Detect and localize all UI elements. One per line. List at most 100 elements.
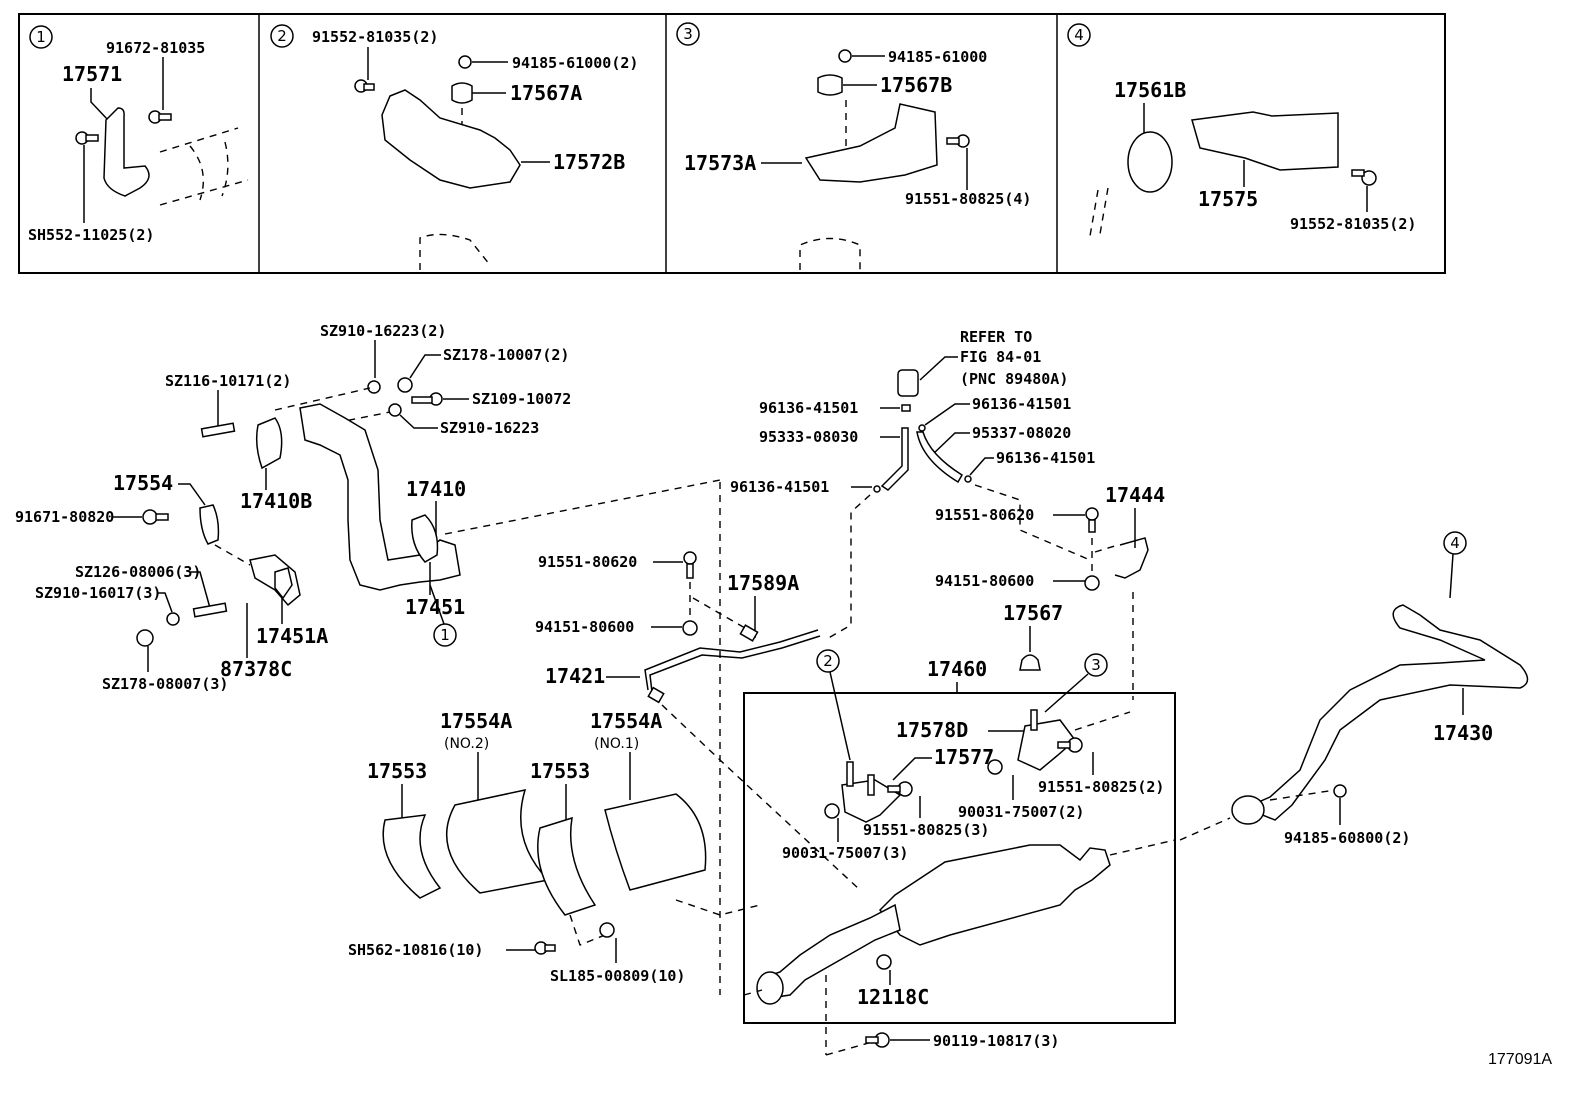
ref-circle[interactable] [433,623,457,647]
pressure-pipe-group: 91551-80620 94151-80600 17589A 17421 915… [535,482,1165,995]
inset-number-circle [270,24,294,48]
nut-icon [1333,784,1347,798]
part-label[interactable]: 96136-41501 [759,399,858,417]
part-label[interactable]: SZ109-10072 [472,390,571,408]
part-label[interactable]: 91551-80620 [935,506,1034,524]
part-label[interactable]: 94185-61000(2) [512,54,638,72]
insulator-17553 [382,814,442,899]
part-label[interactable]: 12118C [857,985,929,1009]
ref-circle[interactable] [1084,653,1108,677]
pipe-outline [1089,187,1109,237]
inset-frame [18,13,1446,274]
part-sublabel: (NO.2) [444,736,489,752]
part-label[interactable]: 91671-80820 [15,508,114,526]
part-label[interactable]: 17571 [62,62,122,86]
part-label[interactable]: 94185-61000 [888,48,987,66]
ref-circle[interactable] [1443,531,1467,555]
part-label[interactable]: 17554A [590,709,662,733]
part-label[interactable]: 91552-81035(2) [312,28,438,46]
part-label[interactable]: 17578D [896,718,968,742]
inset-number-circle [676,22,700,46]
assembly-frame-17460 [743,692,1176,1024]
part-label[interactable]: 90119-10817(3) [933,1032,1059,1050]
part-label[interactable]: SZ126-08006(3) [75,563,201,581]
part-label[interactable]: 17567A [510,81,582,105]
part-label[interactable]: 87378C [220,657,292,681]
part-label[interactable]: SZ178-08007(3) [102,675,228,693]
inset-number: 2 [277,27,287,45]
gasket-17451 [411,514,439,563]
mount-outline [799,237,861,270]
pipe-17421 [644,629,821,693]
part-label[interactable]: 91551-80825(2) [1038,778,1164,796]
part-label[interactable]: 91551-80825(4) [905,190,1031,208]
stud-icon [1030,709,1038,731]
guide-line [675,899,761,916]
part-label[interactable]: 17572B [553,150,625,174]
bracket-17577 [841,779,902,823]
clip-icon [964,475,972,483]
leader-line [892,757,932,781]
part-label[interactable]: 96136-41501 [996,449,1095,467]
part-label[interactable]: 17451 [405,595,465,619]
pressure-sensor-icon [897,369,919,397]
refer-text[interactable]: FIG 84-01 [960,348,1041,366]
part-label[interactable]: 17561B [1114,78,1186,102]
sensor-hose-group: REFER TO FIG 84-01 (PNC 89480A) 96136-41… [730,328,1095,641]
part-label[interactable]: 95337-08020 [972,424,1071,442]
part-label[interactable]: SZ910-16223 [440,419,539,437]
part-label[interactable]: 95333-08030 [759,428,858,446]
part-label[interactable]: SH552-11025(2) [28,226,154,244]
part-label[interactable]: SL185-00809(10) [550,967,685,985]
part-label[interactable]: 91551-80825(3) [863,821,989,839]
part-label[interactable]: 17430 [1433,721,1493,745]
part-label[interactable]: 96136-41501 [730,478,829,496]
part-label[interactable]: 17460 [927,657,987,681]
leader-line [1044,673,1089,713]
part-label[interactable]: 17444 [1105,483,1165,507]
part-label[interactable]: 94151-80600 [935,572,1034,590]
tailpipe-17430 [1243,604,1529,821]
part-label[interactable]: SZ178-10007(2) [443,346,569,364]
part-label[interactable]: 17575 [1198,187,1258,211]
part-label[interactable]: 96136-41501 [972,395,1071,413]
nut-icon [682,620,698,636]
bracket-17578d [1017,719,1077,771]
part-label[interactable]: 17589A [727,571,799,595]
part-label[interactable]: SZ910-16223(2) [320,322,446,340]
part-label[interactable]: 17410 [406,477,466,501]
part-label[interactable]: 17577 [934,745,994,769]
guide-line [1094,544,1119,553]
part-label[interactable]: SH562-10816(10) [348,941,483,959]
part-label[interactable]: 17567B [880,73,952,97]
part-label[interactable]: 91672-81035 [106,39,205,57]
part-label[interactable]: 17573A [684,151,756,175]
part-label[interactable]: 17567 [1003,601,1063,625]
part-label[interactable]: SZ116-10171(2) [165,372,291,390]
part-label[interactable]: 17554 [113,471,173,495]
part-label[interactable]: 17451A [256,624,328,648]
bolt-icon [683,551,697,579]
part-label[interactable]: 90031-75007(3) [782,844,908,862]
leader-line [190,571,211,609]
part-label[interactable]: 17554A [440,709,512,733]
part-label[interactable]: 94185-60800(2) [1284,829,1410,847]
part-label[interactable]: 91552-81035(2) [1290,215,1416,233]
inset-number-circle [1067,23,1091,47]
ref-number: 2 [823,652,833,670]
bolt-icon [411,392,443,406]
part-label[interactable]: 17421 [545,664,605,688]
part-label[interactable]: 91551-80620 [538,553,637,571]
part-label[interactable]: 17553 [530,759,590,783]
ref-circle[interactable] [816,649,840,673]
flange-icon [1231,795,1265,825]
converter-body [878,844,1111,946]
part-label[interactable]: 17410B [240,489,312,513]
part-label[interactable]: 94151-80600 [535,618,634,636]
part-label[interactable]: SZ910-16017(3) [35,584,161,602]
part-label[interactable]: 90031-75007(2) [958,803,1084,821]
ref-number: 3 [1091,656,1101,674]
hose-95337-08020 [916,431,964,484]
guide-line [825,1041,873,1056]
part-label[interactable]: 17553 [367,759,427,783]
